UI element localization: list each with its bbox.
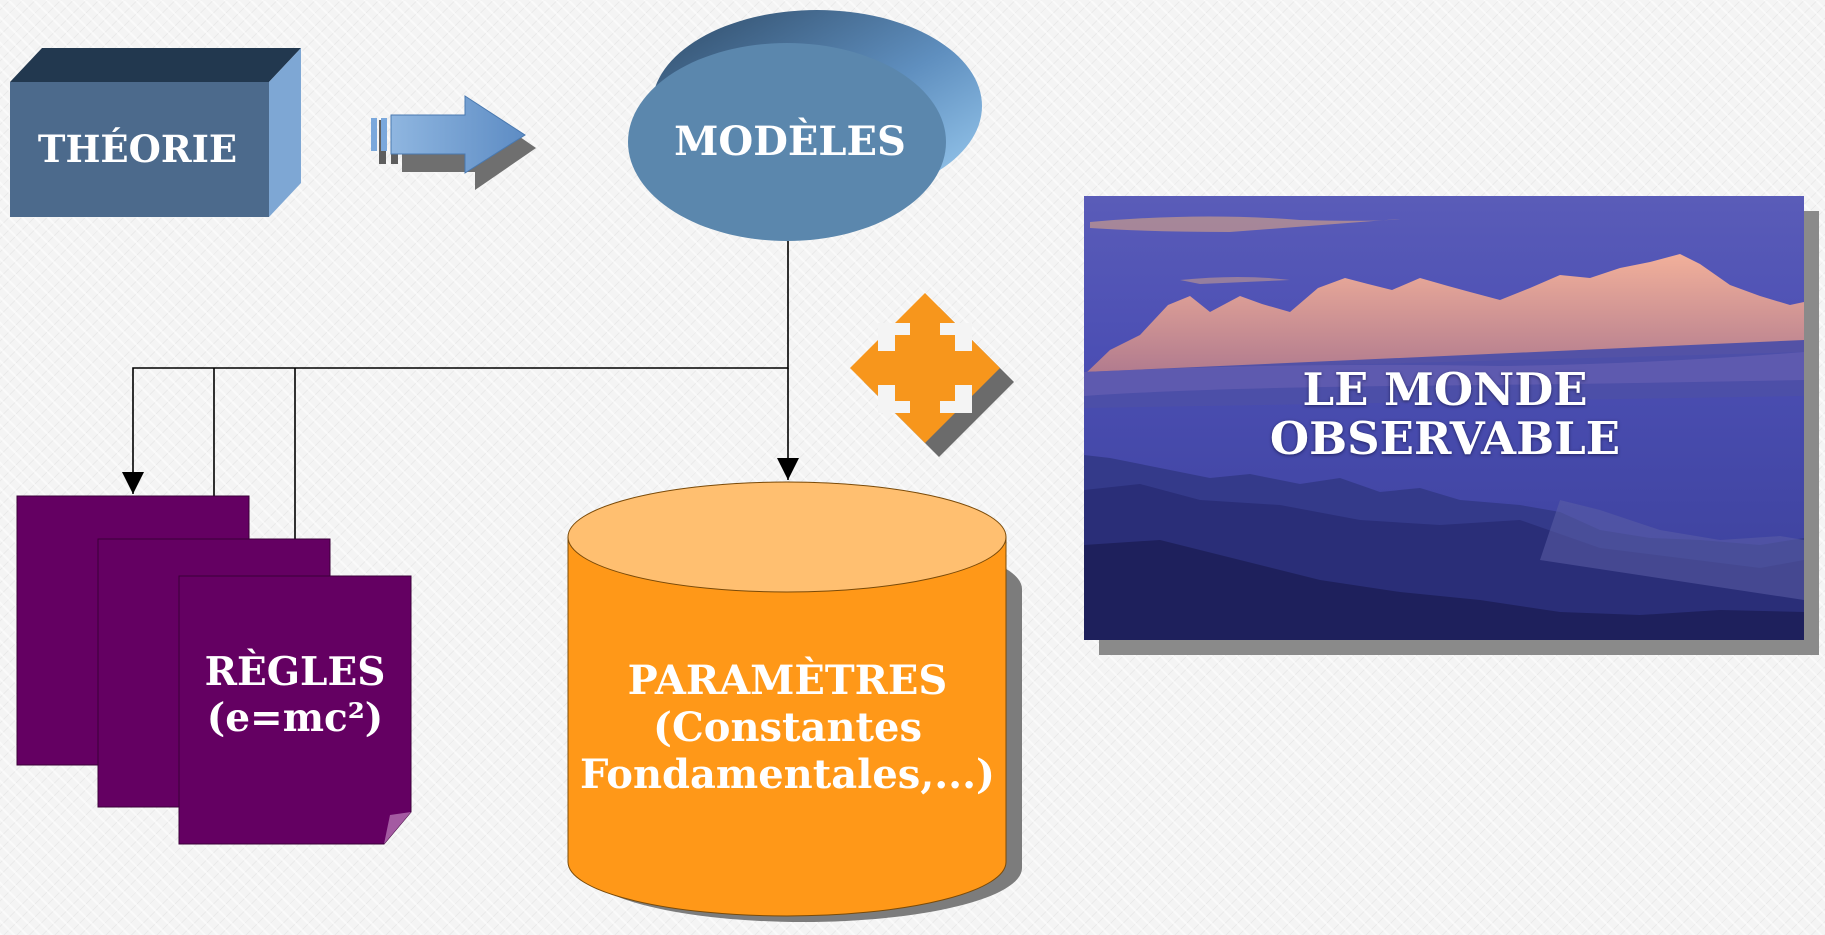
monde-label-line: OBSERVABLE [1269, 411, 1621, 465]
monde-label-line: LE MONDE [1302, 363, 1588, 416]
theorie-label: THÉORIE [37, 127, 238, 171]
regles-label: RÈGLES (e=mc²) [180, 649, 410, 741]
theorie-box [10, 48, 301, 217]
monde-label: LE MONDE OBSERVABLE [1085, 363, 1805, 465]
regles-label-line: (e=mc²) [206, 695, 384, 742]
parametres-label: PARAMÈTRES (Constantes Fondamentales,...… [560, 657, 1015, 799]
regles-pages [16, 495, 412, 845]
regles-label-line: RÈGLES [204, 649, 386, 695]
modeles-ellipse [628, 10, 982, 241]
modeles-label: MODÈLES [674, 118, 906, 165]
mountain-landscape-image [1084, 196, 1819, 655]
parametres-label-line: (Constantes [653, 704, 922, 752]
parametres-cylinder [567, 481, 1022, 922]
parametres-label-line: Fondamentales,...) [580, 751, 995, 799]
four-way-arrows-icon [850, 293, 1014, 457]
parametres-label-line: PARAMÈTRES [627, 657, 948, 704]
right-arrow-icon [371, 95, 536, 190]
